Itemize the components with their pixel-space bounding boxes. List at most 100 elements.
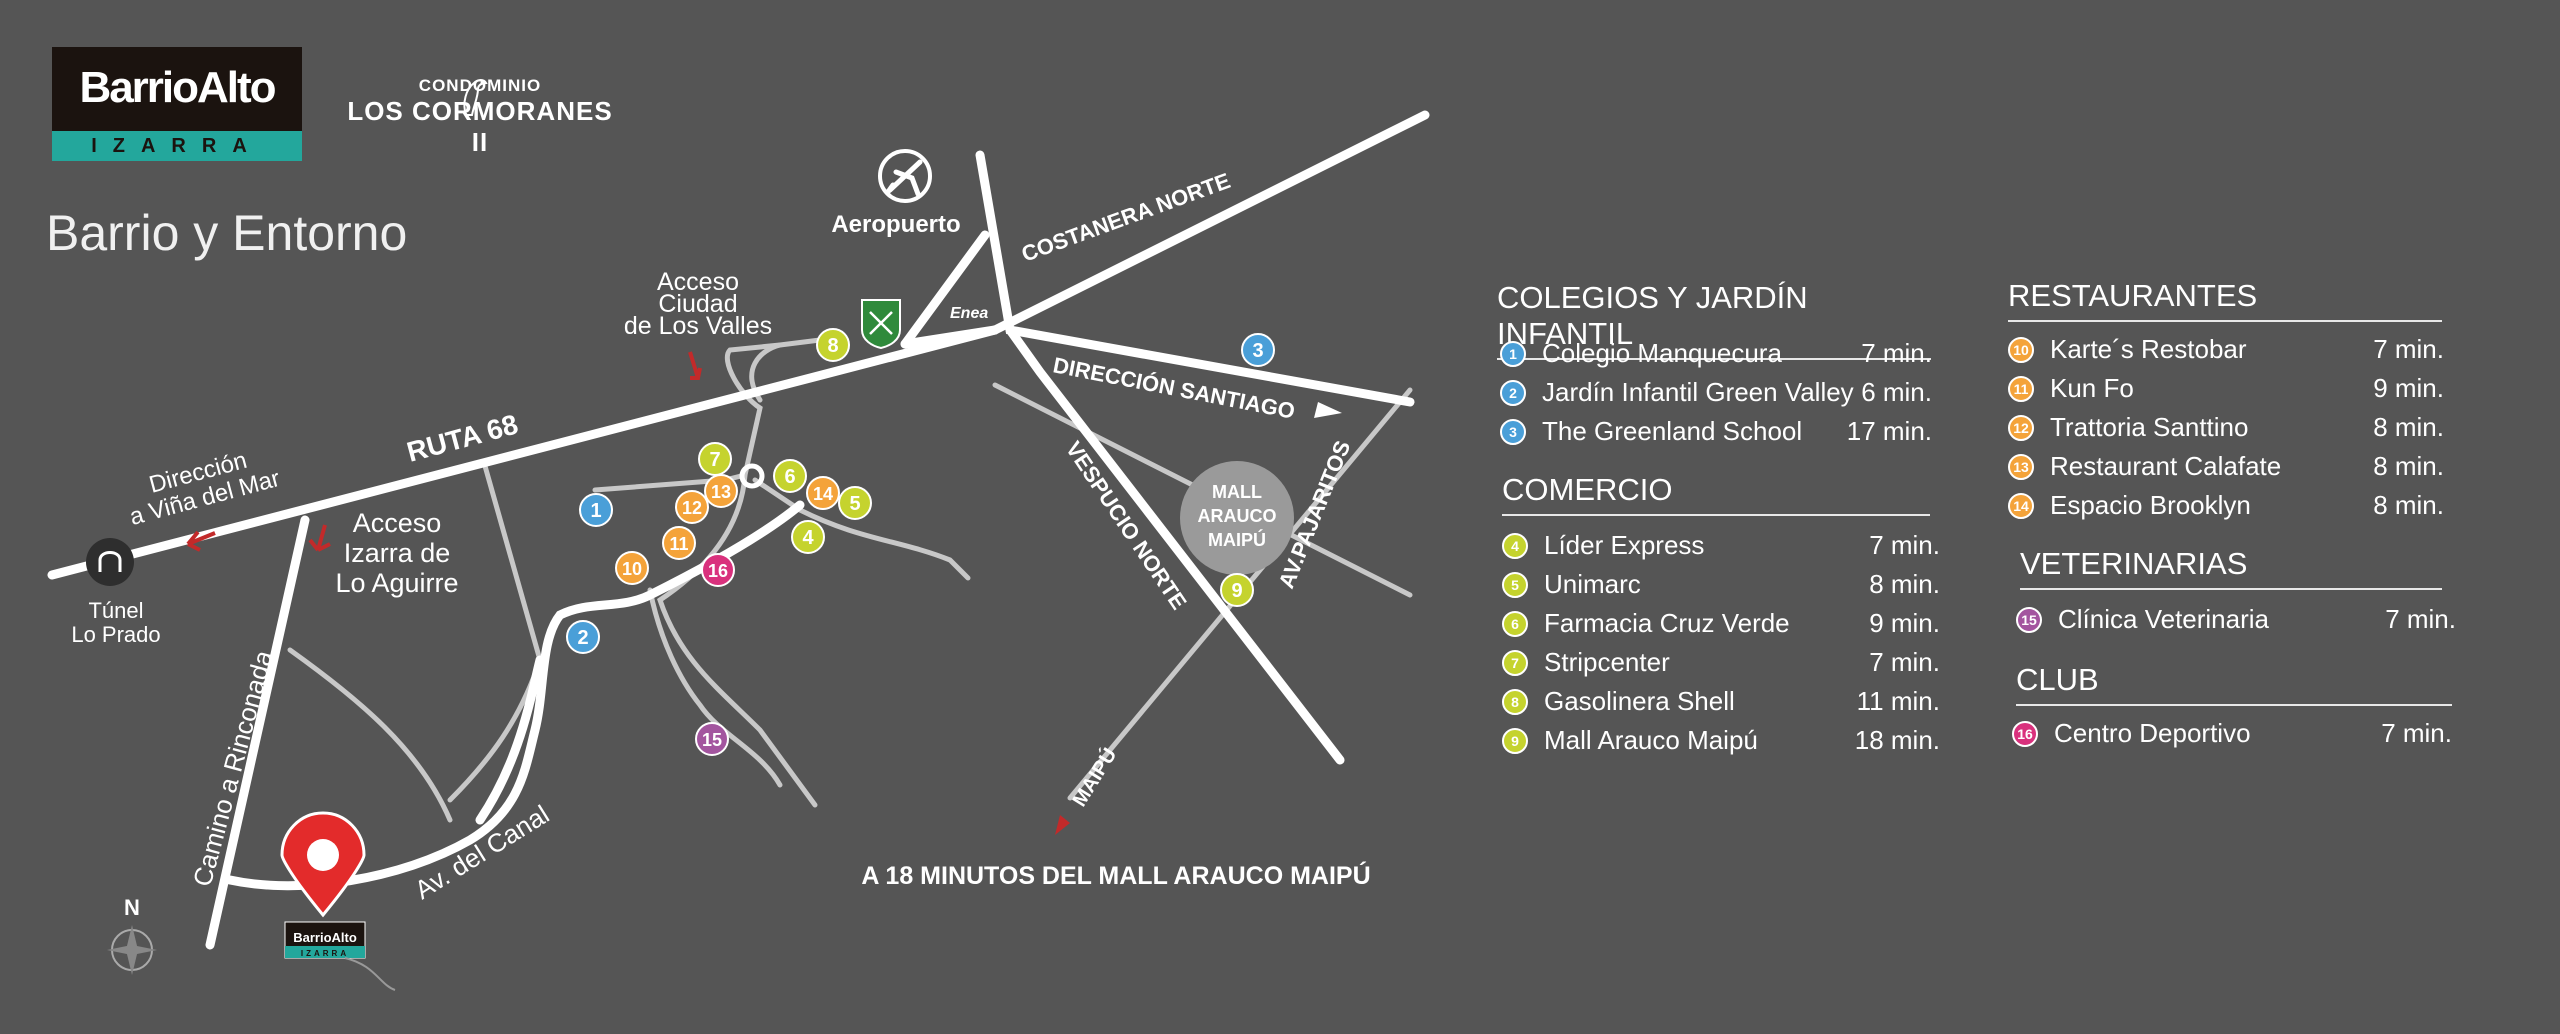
legend-title-colegios: COLEGIOS Y JARDÍN INFANTIL <box>1497 280 1931 360</box>
map-marker-number: 14 <box>813 484 833 504</box>
map-marker-number: 6 <box>784 466 795 488</box>
map-marker-number: 3 <box>1252 340 1263 362</box>
maipu-label: MAIPÚ <box>1067 743 1122 810</box>
map-marker-number: 8 <box>827 335 838 357</box>
legend-item-name: Colegio Manquecura <box>1542 338 1782 368</box>
barrioalto-logo: BarrioAlto IZARRA <box>52 47 302 161</box>
acceso-ciudad-line-1: Acceso <box>657 268 739 296</box>
santiago-arrow-icon <box>1314 402 1342 418</box>
legend-item-8: 8 Gasolinera Shell 11 min. <box>1502 686 1940 717</box>
legend-number-badge: 11 <box>2008 375 2034 402</box>
legend-number-badge: 7 <box>1502 649 1528 676</box>
legend-item-name: Kun Fo <box>2050 373 2134 403</box>
av-del-canal <box>225 500 805 891</box>
maipu-arrow-icon <box>1055 815 1070 835</box>
map-marker-2: 2 <box>566 620 600 654</box>
page-title: Barrio y Entorno <box>46 205 408 261</box>
map-marker-6: 6 <box>773 459 807 493</box>
mall-label-2: ARAUCO <box>1198 506 1277 526</box>
legend-item-name: Líder Express <box>1544 530 1705 560</box>
map-marker-7: 7 <box>698 442 732 476</box>
legend-number-badge: 8 <box>1502 688 1528 715</box>
legend-number-badge: 10 <box>2008 336 2034 363</box>
legend-title-comercio: COMERCIO <box>1502 472 1930 516</box>
map-marker-5: 5 <box>838 486 872 520</box>
enea-label: Enea <box>950 305 988 322</box>
roundabout <box>739 463 765 489</box>
legend-item-time: 7 min. <box>2385 604 2456 634</box>
legend-item-name: Unimarc <box>1544 569 1641 599</box>
acceso-izarra-line-1: Acceso <box>353 508 442 538</box>
tunel-line-2: Lo Prado <box>71 622 160 647</box>
costanera-label: COSTANERA NORTE <box>1018 168 1233 267</box>
acceso-ciudad-line-3: de Los Valles <box>624 312 772 340</box>
map-marker-16: 16 <box>701 553 735 587</box>
map-marker-14: 14 <box>806 476 840 510</box>
legend-item-name: Restaurant Calafate <box>2050 451 2282 481</box>
legend-number-badge: 12 <box>2008 414 2034 441</box>
map-marker-number: 11 <box>669 534 688 554</box>
logo-brand: BarrioAlto <box>79 63 276 112</box>
legend-item-name: Mall Arauco Maipú <box>1544 725 1758 755</box>
location-pin-icon <box>280 811 366 918</box>
map-marker-15: 15 <box>695 722 729 756</box>
legend-item-name: Jardín Infantil Green Valley <box>1542 377 1854 407</box>
legend-number-badge: 15 <box>2016 606 2042 633</box>
legend-item-time: 8 min. <box>2373 490 2444 520</box>
legend-item-time: 9 min. <box>1869 608 1940 638</box>
legend-item-time: 6 min. <box>1861 377 1932 407</box>
legend-item-6: 6 Farmacia Cruz Verde 9 min. <box>1502 608 1940 639</box>
legend-item-name: Gasolinera Shell <box>1544 686 1735 716</box>
costanera-norte <box>990 110 1430 335</box>
vespucio-norte <box>1005 325 1345 765</box>
acceso-ciudad-line-2: Ciudad <box>658 290 737 318</box>
camino-rinconada <box>205 515 310 950</box>
map-marker-number: 16 <box>708 561 728 581</box>
legend-item-time: 17 min. <box>1846 416 1932 446</box>
map-marker-number: 12 <box>682 498 702 518</box>
carabineros-shield-icon <box>861 299 901 350</box>
legend-number-badge: 14 <box>2008 492 2034 519</box>
legend-item-time: 8 min. <box>1869 569 1940 599</box>
compass-icon <box>107 925 157 975</box>
legend-number-badge: 6 <box>1502 610 1528 637</box>
north-label: N <box>124 895 140 920</box>
legend-item-name: Stripcenter <box>1544 647 1670 677</box>
map-marker-9: 9 <box>1220 573 1254 607</box>
legend-item-time: 8 min. <box>2373 412 2444 442</box>
map-marker-number: 7 <box>709 449 720 471</box>
acceso-ciudad-label: Acceso Ciudad de Los Valles <box>624 268 772 340</box>
logo-subtitle: IZARRA <box>52 131 302 161</box>
legend-number-badge: 3 <box>1500 418 1526 445</box>
map-marker-number: 15 <box>702 730 722 750</box>
acceso-izarra-label: Acceso Izarra de Lo Aguirre <box>335 508 458 598</box>
vespucio-label: VESPUCIO NORTE <box>1061 437 1192 614</box>
map-marker-number: 13 <box>711 482 731 502</box>
legend-item-time: 7 min. <box>2381 718 2452 748</box>
legend-item-name: Espacio Brooklyn <box>2050 490 2251 520</box>
tagline: A 18 MINUTOS DEL MALL ARAUCO MAIPÚ <box>861 860 1370 890</box>
map-marker-8: 8 <box>816 328 850 362</box>
legend-number-badge: 13 <box>2008 453 2034 480</box>
legend-item-time: 7 min. <box>2373 334 2444 364</box>
legend-item-name: Karte´s Restobar <box>2050 334 2247 364</box>
map-marker-12: 12 <box>675 490 709 524</box>
cormorant-icon <box>463 79 488 116</box>
pin-logo: BarrioAlto IZARRA <box>284 921 366 959</box>
mall-label-3: MAIPÚ <box>1208 529 1266 550</box>
tunel-line-1: Túnel <box>88 598 143 623</box>
legend-title-club: CLUB <box>2016 662 2452 706</box>
legend-item-name: Farmacia Cruz Verde <box>1544 608 1790 638</box>
legend-number-badge: 16 <box>2012 720 2038 747</box>
legend-item-time: 7 min. <box>1861 338 1932 368</box>
map-marker-3: 3 <box>1241 333 1275 367</box>
legend-number-badge: 5 <box>1502 571 1528 598</box>
legend-item-time: 11 min. <box>1856 686 1940 716</box>
map-marker-number: 10 <box>622 559 642 579</box>
legend-item-10: 10 Karte´s Restobar 7 min. <box>2008 334 2444 365</box>
legend-item-time: 8 min. <box>2373 451 2444 481</box>
pin-path <box>344 957 396 991</box>
